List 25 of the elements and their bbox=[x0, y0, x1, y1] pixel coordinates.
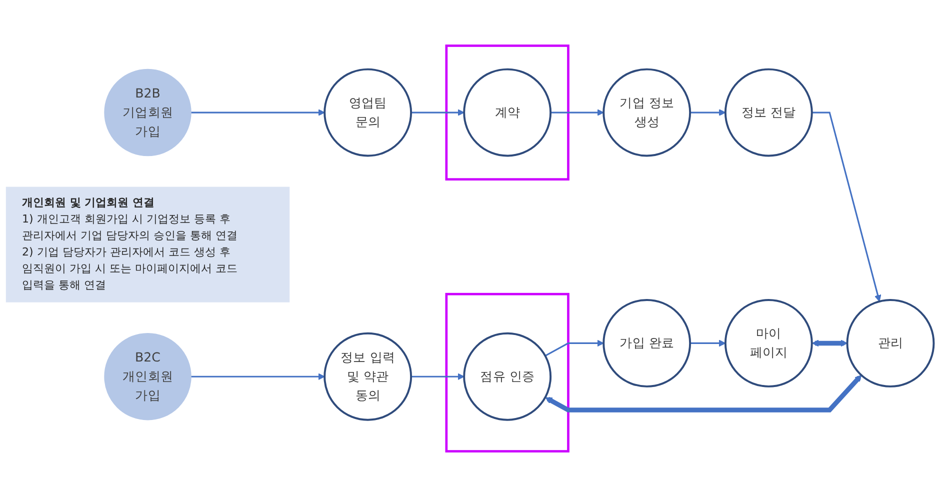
node-circle: 정보 입력 및 약관 동의 bbox=[324, 332, 412, 421]
node-circle: 기업 정보 생성 bbox=[602, 68, 692, 157]
node-circle: 가입 완료 bbox=[602, 299, 692, 388]
node-circle: 마이 페이지 bbox=[724, 299, 813, 388]
node-circle: 영업팀 문의 bbox=[324, 68, 412, 157]
arrow bbox=[190, 109, 325, 116]
cluster bbox=[445, 292, 570, 452]
arrow bbox=[812, 112, 882, 302]
cluster bbox=[445, 44, 570, 181]
node-box: 개인회원 및 기업회원 연결 1) 개인고객 회원가입 시 기업정보 등록 후 관리자에서 기업 담당자의 승인을 통해 연결 2) 기업 담당자가 관리자에서 코드 생성 후 임직원이 가입 시 또는 마이페이지에서 코드 입력을 통해 연결 bbox=[6, 186, 290, 302]
arrow bbox=[190, 373, 325, 380]
arrow bbox=[411, 109, 464, 116]
node-circle: 계약 bbox=[463, 68, 552, 157]
arrow bbox=[550, 109, 604, 116]
arrow bbox=[411, 373, 464, 380]
node-circle: B2B 기업회원 가입 bbox=[104, 68, 192, 156]
node-circle: 점유 인증 bbox=[463, 332, 552, 421]
node-circle: B2C 개인회원 가입 bbox=[104, 333, 192, 420]
node-circle: 정보 전달 bbox=[724, 68, 813, 157]
arrow bbox=[544, 340, 604, 357]
arrow bbox=[690, 340, 726, 347]
node-circle: 관리 bbox=[846, 299, 935, 388]
arrow bbox=[545, 374, 862, 412]
arrow bbox=[690, 109, 726, 116]
arrow bbox=[812, 340, 848, 347]
